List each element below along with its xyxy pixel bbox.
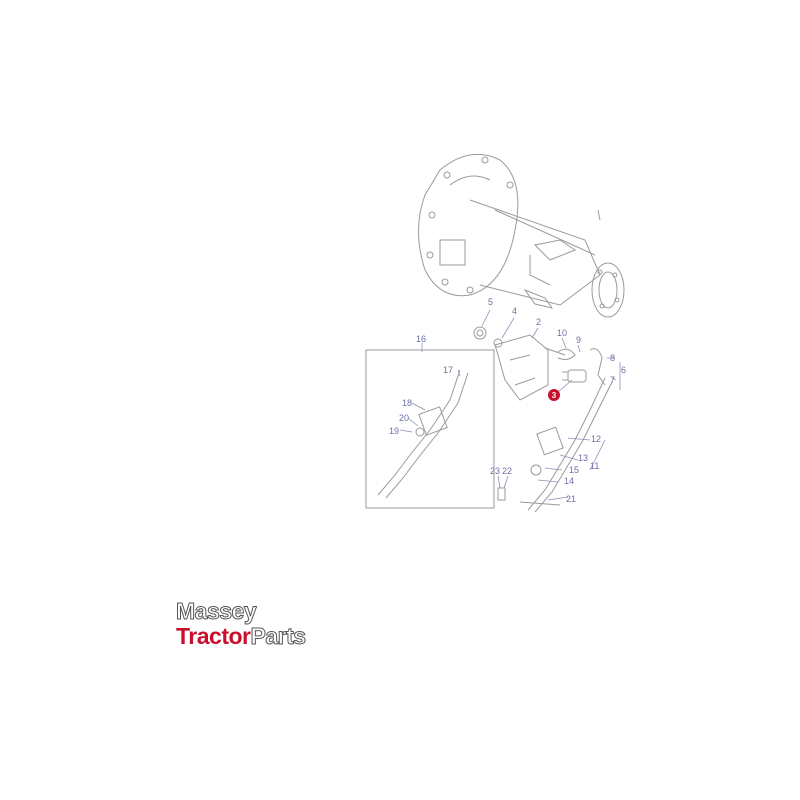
- callout-labels: 5 4 2 10 9 8 6 7 12 11 13 15 14 21 23 22…: [389, 297, 626, 504]
- callout-2: 2: [536, 317, 541, 327]
- callout-17: 17: [443, 365, 453, 375]
- logo-word-tractor: Tractor: [176, 623, 251, 649]
- callout-10: 10: [557, 328, 567, 338]
- callout-3: 3: [552, 391, 557, 400]
- check-chain: [497, 377, 613, 513]
- callout-21: 21: [566, 494, 576, 504]
- callout-6: 6: [621, 365, 626, 375]
- callout-18: 18: [402, 398, 412, 408]
- callout-13: 13: [578, 453, 588, 463]
- callout-15: 15: [569, 465, 579, 475]
- brand-logo: Massey TractorParts: [176, 598, 307, 649]
- highlight-callout-3[interactable]: 3: [548, 389, 560, 401]
- callout-23: 23: [490, 466, 500, 476]
- callout-4: 4: [512, 306, 517, 316]
- callout-9: 9: [576, 335, 581, 345]
- axle-housing: [418, 153, 625, 318]
- callout-11: 11: [590, 461, 599, 471]
- callout-19: 19: [389, 426, 399, 436]
- callout-7: 7: [610, 375, 615, 385]
- callout-16: 16: [416, 334, 426, 344]
- callout-20: 20: [399, 413, 409, 423]
- logo-word-parts: Parts: [250, 623, 307, 649]
- callout-8: 8: [610, 353, 615, 363]
- leader-lines: [399, 309, 621, 501]
- callout-12: 12: [591, 434, 601, 444]
- inset-box: [365, 349, 495, 509]
- pin-spring: [544, 347, 606, 386]
- callout-5: 5: [488, 297, 493, 307]
- callout-14: 14: [564, 476, 574, 486]
- logo-line-tractorparts: TractorParts: [176, 623, 307, 649]
- callout-22: 22: [502, 466, 512, 476]
- logo-line-massey: Massey: [176, 598, 258, 624]
- bracket-assembly: [473, 326, 549, 401]
